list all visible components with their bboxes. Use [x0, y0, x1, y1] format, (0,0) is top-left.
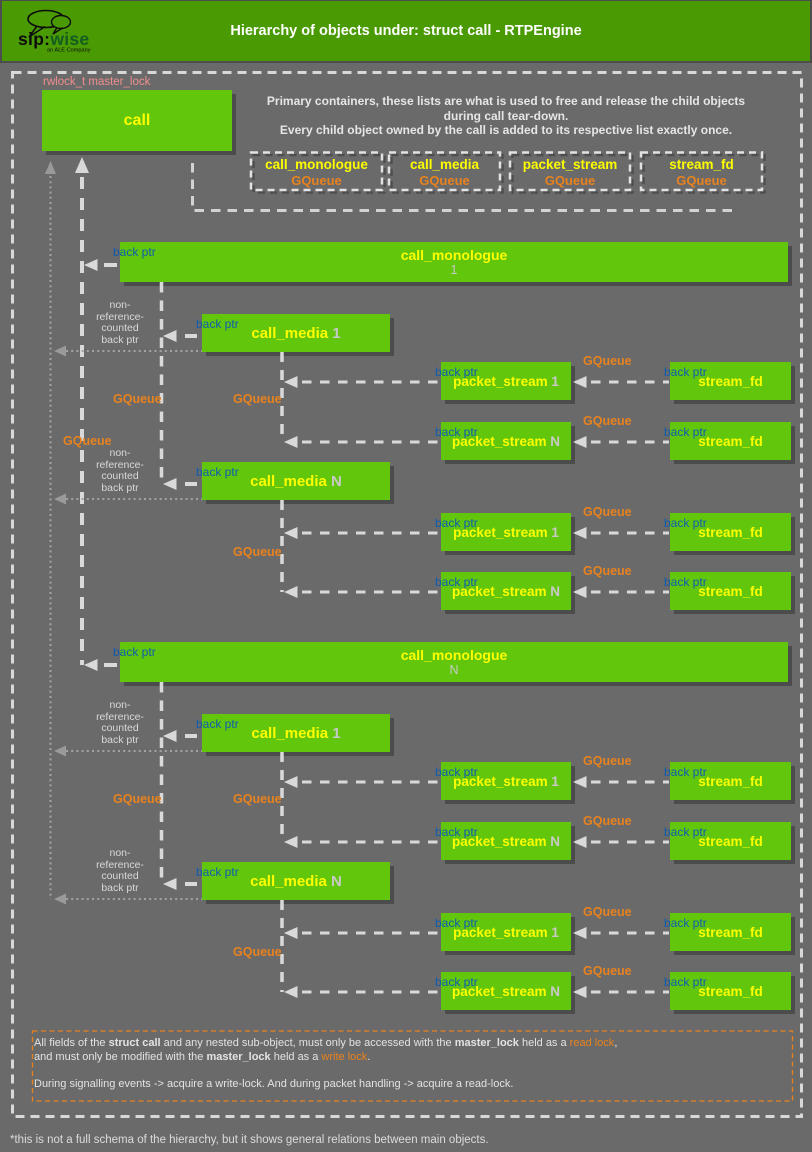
svg-text:an ALE Company: an ALE Company: [47, 48, 91, 54]
svg-text:sip:wise: sip:wise: [18, 29, 89, 49]
